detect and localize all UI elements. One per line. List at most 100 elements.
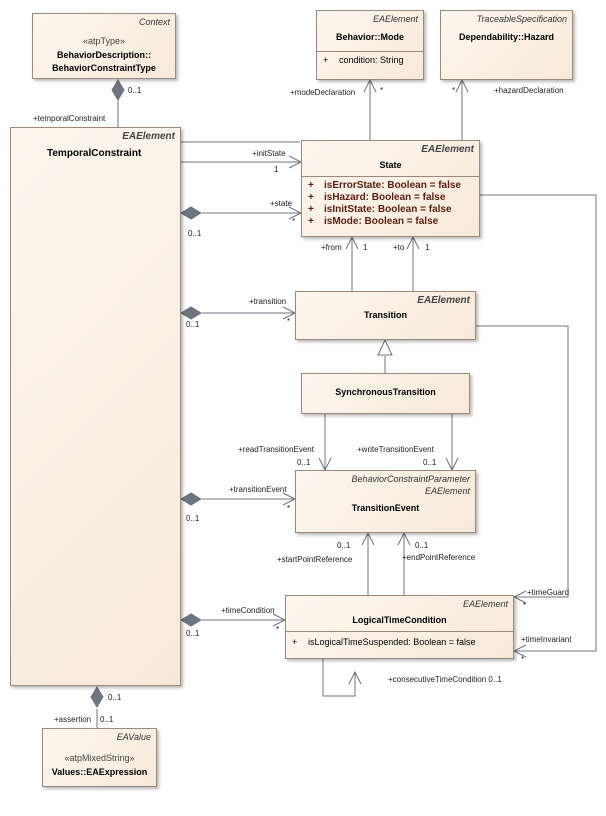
generalization-triangle [377,338,393,356]
class-mode[interactable]: EAElement Behavior::Mode + condition: St… [316,10,424,80]
attribute-visibility: + [308,216,314,227]
state-owner-mult-label: 0..1 [188,229,202,238]
assertion-role-label: +assertion [54,715,92,724]
start-point-label: +startPointReference [277,555,353,564]
time-condition-role-label: +timeCondition [221,606,275,615]
write-event-label: +writeTransitionEvent [357,445,434,454]
state-mult-label: * [292,217,296,226]
time-guard-line [476,325,569,598]
class-name-line2: BehaviorConstraintType [52,63,156,73]
end-point-arrow [397,531,411,546]
consecutive-arrow [348,670,362,685]
transition-mult-label: * [287,317,291,326]
class-name: SynchronousTransition [335,387,436,397]
class-state[interactable]: EAElement State + isErrorState: Boolean … [301,140,480,237]
class-name: LogicalTimeCondition [352,615,447,625]
to-label: +to [393,243,405,252]
stereotype-label: EAElement [122,131,175,142]
class-synchronous-transition[interactable]: SynchronousTransition [301,373,470,414]
to-arrow [406,235,420,250]
class-logical-time-condition[interactable]: EAElement LogicalTimeCondition + isLogic… [285,595,514,659]
class-hazard[interactable]: TraceableSpecification Dependability::Ha… [440,10,573,80]
stereotype-label: EAElement [462,599,508,609]
stereotype-label: EAElement [421,144,474,155]
attribute-visibility: + [323,55,329,65]
time-invariant-label: +timeInvariant [521,635,572,644]
temporal-constraint-role-label: +temporalConstraint [33,114,106,123]
attribute-text: isErrorState: Boolean = false [324,180,461,191]
start-point-arrow [361,531,375,546]
assertion-mult-label: 0..1 [100,715,114,724]
transition-diamond [180,306,202,320]
inner-stereotype: «atpMixedString» [64,753,135,763]
state-role-label: +state [270,199,293,208]
from-mult-label: 1 [363,243,368,252]
event-mult-label: * [287,504,291,513]
end-point-label: +endPointReference [402,553,476,562]
write-mult-label: 0..1 [423,458,437,467]
transition-owner-mult-label: 0..1 [186,320,200,329]
inner-stereotype: «atpType» [82,36,126,46]
consecutive-label: +consecutiveTimeCondition 0..1 [388,675,502,684]
attribute-visibility: + [308,204,314,215]
from-label: +from [321,243,342,252]
assertion-owner-mult-label: 0..1 [108,693,122,702]
class-behavior-constraint-type[interactable]: Context «atpType» BehaviorDescription:: … [32,13,176,79]
stereotype-label: EAValue [116,732,151,742]
class-name: Transition [363,310,407,320]
end-mult-label: 0..1 [415,541,429,550]
attribute-text: isHazard: Boolean = false [324,192,446,203]
consecutive-loop-line [322,659,356,697]
attribute-separator [286,631,513,632]
mode-mult-label: * [380,86,384,95]
attribute-visibility: + [292,637,298,647]
class-name: Values::EAExpression [51,767,148,777]
stereotype-label-1: BehaviorConstraintParameter [351,474,470,484]
assertion-diamond [90,686,104,708]
attribute-visibility: + [308,192,314,203]
time-invariant-line [181,141,597,652]
from-arrow [345,235,359,250]
stereotype-label: Context [138,17,170,27]
class-ea-expression[interactable]: EAValue «atpMixedString» Values::EAExpre… [42,728,157,787]
time-condition-owner-mult-label: 0..1 [186,629,200,638]
stereotype-label-2: EAElement [424,486,470,496]
attribute-text: isMode: Boolean = false [324,216,439,227]
time-invariant-mult-label: * [521,655,525,664]
context-mult-label: 0..1 [128,86,142,95]
class-name: Dependability::Hazard [458,32,554,42]
class-name: State [379,160,402,170]
read-event-label: +readTransitionEvent [238,445,314,454]
hazard-mult-label: * [452,86,456,95]
class-temporal-constraint[interactable]: EAElement TemporalConstraint [10,127,181,686]
time-condition-mult-label: * [276,625,280,634]
class-transition[interactable]: EAElement Transition [295,291,476,340]
read-mult-label: 0..1 [297,458,311,467]
class-transition-event[interactable]: BehaviorConstraintParameter EAElement Tr… [295,470,476,533]
stereotype-label: EAElement [372,14,418,24]
attribute-text: condition: String [339,55,404,65]
class-name: Behavior::Mode [335,32,404,42]
hazard-arrow [455,78,469,93]
stereotype-label: TraceableSpecification [476,14,567,24]
class-name: TemporalConstraint [47,148,142,159]
event-diamond [180,492,202,506]
attribute-text: isInitState: Boolean = false [324,204,452,215]
attribute-separator [317,51,423,52]
time-guard-label: +timeGuard [527,588,570,597]
time-invariant-arrow [512,644,527,658]
attribute-separator [302,176,479,177]
transition-event-role-label: +transitionEvent [229,485,287,494]
time-condition-diamond [180,613,202,627]
transition-role-label: +transition [249,297,287,306]
init-state-mult-label: 1 [274,165,279,174]
class-name: TransitionEvent [351,503,420,513]
attribute-visibility: + [308,180,314,191]
event-owner-mult-label: 0..1 [186,514,200,523]
hazard-declaration-label: +hazardDeclaration [494,86,564,95]
start-mult-label: 0..1 [337,541,351,550]
attribute-text: isLogicalTimeSuspended: Boolean = false [308,637,476,647]
class-name-line1: BehaviorDescription:: [56,50,152,60]
mode-declaration-label: +modeDeclaration [290,88,356,97]
